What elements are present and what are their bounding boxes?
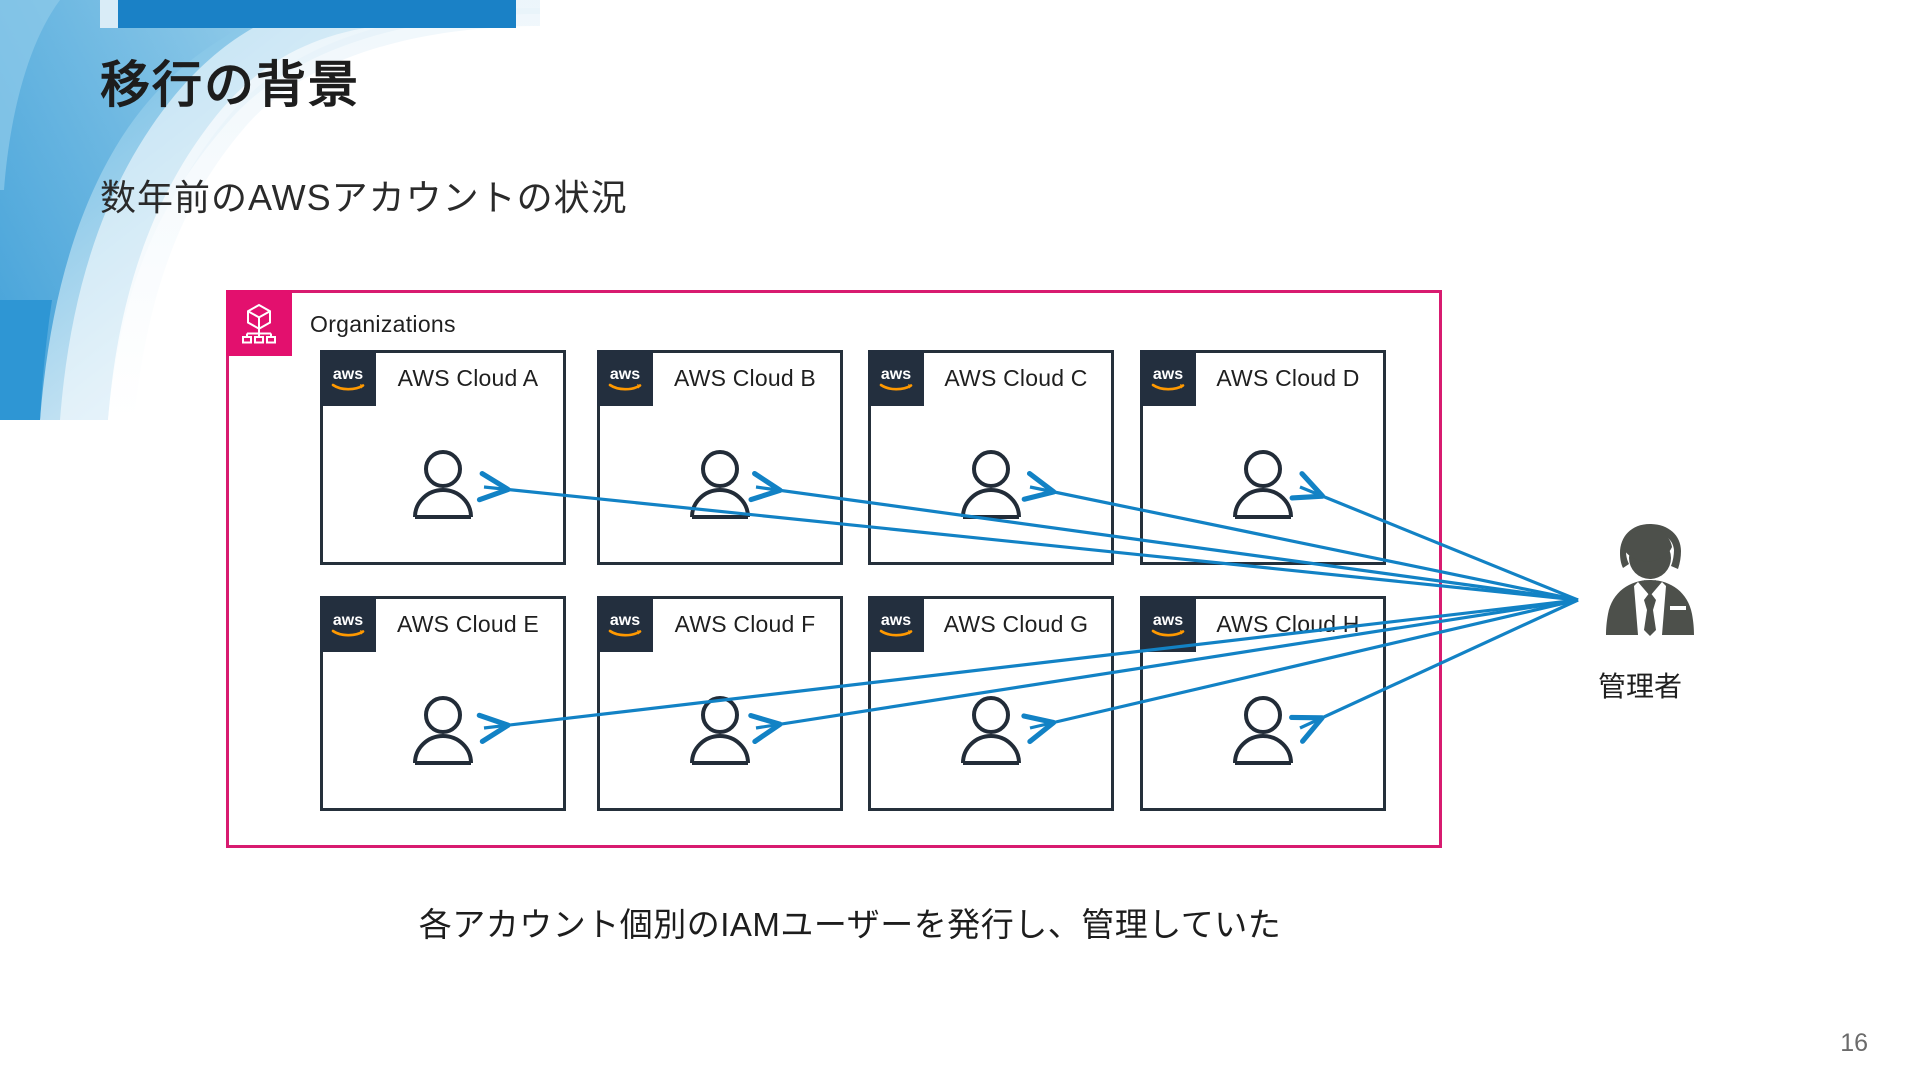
organizations-cube-icon [226,290,292,356]
aws-account-box-a[interactable]: aws AWS Cloud A [320,350,566,565]
account-name-label: AWS Cloud F [674,610,816,637]
account-name-label: AWS Cloud C [944,364,1088,391]
aws-account-box-h[interactable]: aws AWS Cloud H [1140,596,1386,811]
account-name-label: AWS Cloud H [1216,610,1360,637]
page-title: 移行の背景 [100,57,360,113]
aws-logo-icon: aws [868,350,924,406]
aws-account-box-b[interactable]: aws AWS Cloud B [597,350,843,565]
svg-text:aws: aws [1153,366,1183,383]
iam-user-icon [1230,449,1296,524]
account-name-label: AWS Cloud D [1216,364,1360,391]
aws-logo-icon: aws [868,596,924,652]
page-number: 16 [1840,1029,1868,1057]
aws-logo-icon: aws [320,596,376,652]
aws-account-box-f[interactable]: aws AWS Cloud F [597,596,843,811]
aws-logo-icon: aws [597,596,653,652]
administrator-label: 管理者 [1597,671,1682,702]
account-name-label: AWS Cloud A [397,364,539,391]
account-name-label: AWS Cloud E [397,610,539,637]
aws-account-box-c[interactable]: aws AWS Cloud C [868,350,1114,565]
aws-logo-icon: aws [597,350,653,406]
svg-text:aws: aws [881,366,911,383]
iam-user-icon [687,695,753,770]
svg-text:aws: aws [610,366,640,383]
slide-caption: 各アカウント個別のIAMユーザーを発行し、管理していた [418,906,1282,943]
aws-account-box-d[interactable]: aws AWS Cloud D [1140,350,1386,565]
iam-user-icon [958,449,1024,524]
iam-user-icon [958,695,1024,770]
aws-account-box-e[interactable]: aws AWS Cloud E [320,596,566,811]
aws-logo-icon: aws [1140,596,1196,652]
svg-text:aws: aws [610,612,640,629]
iam-user-icon [410,695,476,770]
iam-user-icon [687,449,753,524]
administrator-person-icon [1600,518,1700,645]
iam-user-icon [410,449,476,524]
svg-text:aws: aws [881,612,911,629]
organizations-label: Organizations [310,311,456,337]
svg-text:aws: aws [333,366,363,383]
aws-logo-icon: aws [1140,350,1196,406]
account-name-label: AWS Cloud B [674,364,816,391]
aws-account-box-g[interactable]: aws AWS Cloud G [868,596,1114,811]
account-name-label: AWS Cloud G [943,610,1089,637]
page-subtitle: 数年前のAWSアカウントの状況 [100,177,628,218]
aws-logo-icon: aws [320,350,376,406]
svg-text:aws: aws [333,612,363,629]
iam-user-icon [1230,695,1296,770]
svg-text:aws: aws [1153,612,1183,629]
